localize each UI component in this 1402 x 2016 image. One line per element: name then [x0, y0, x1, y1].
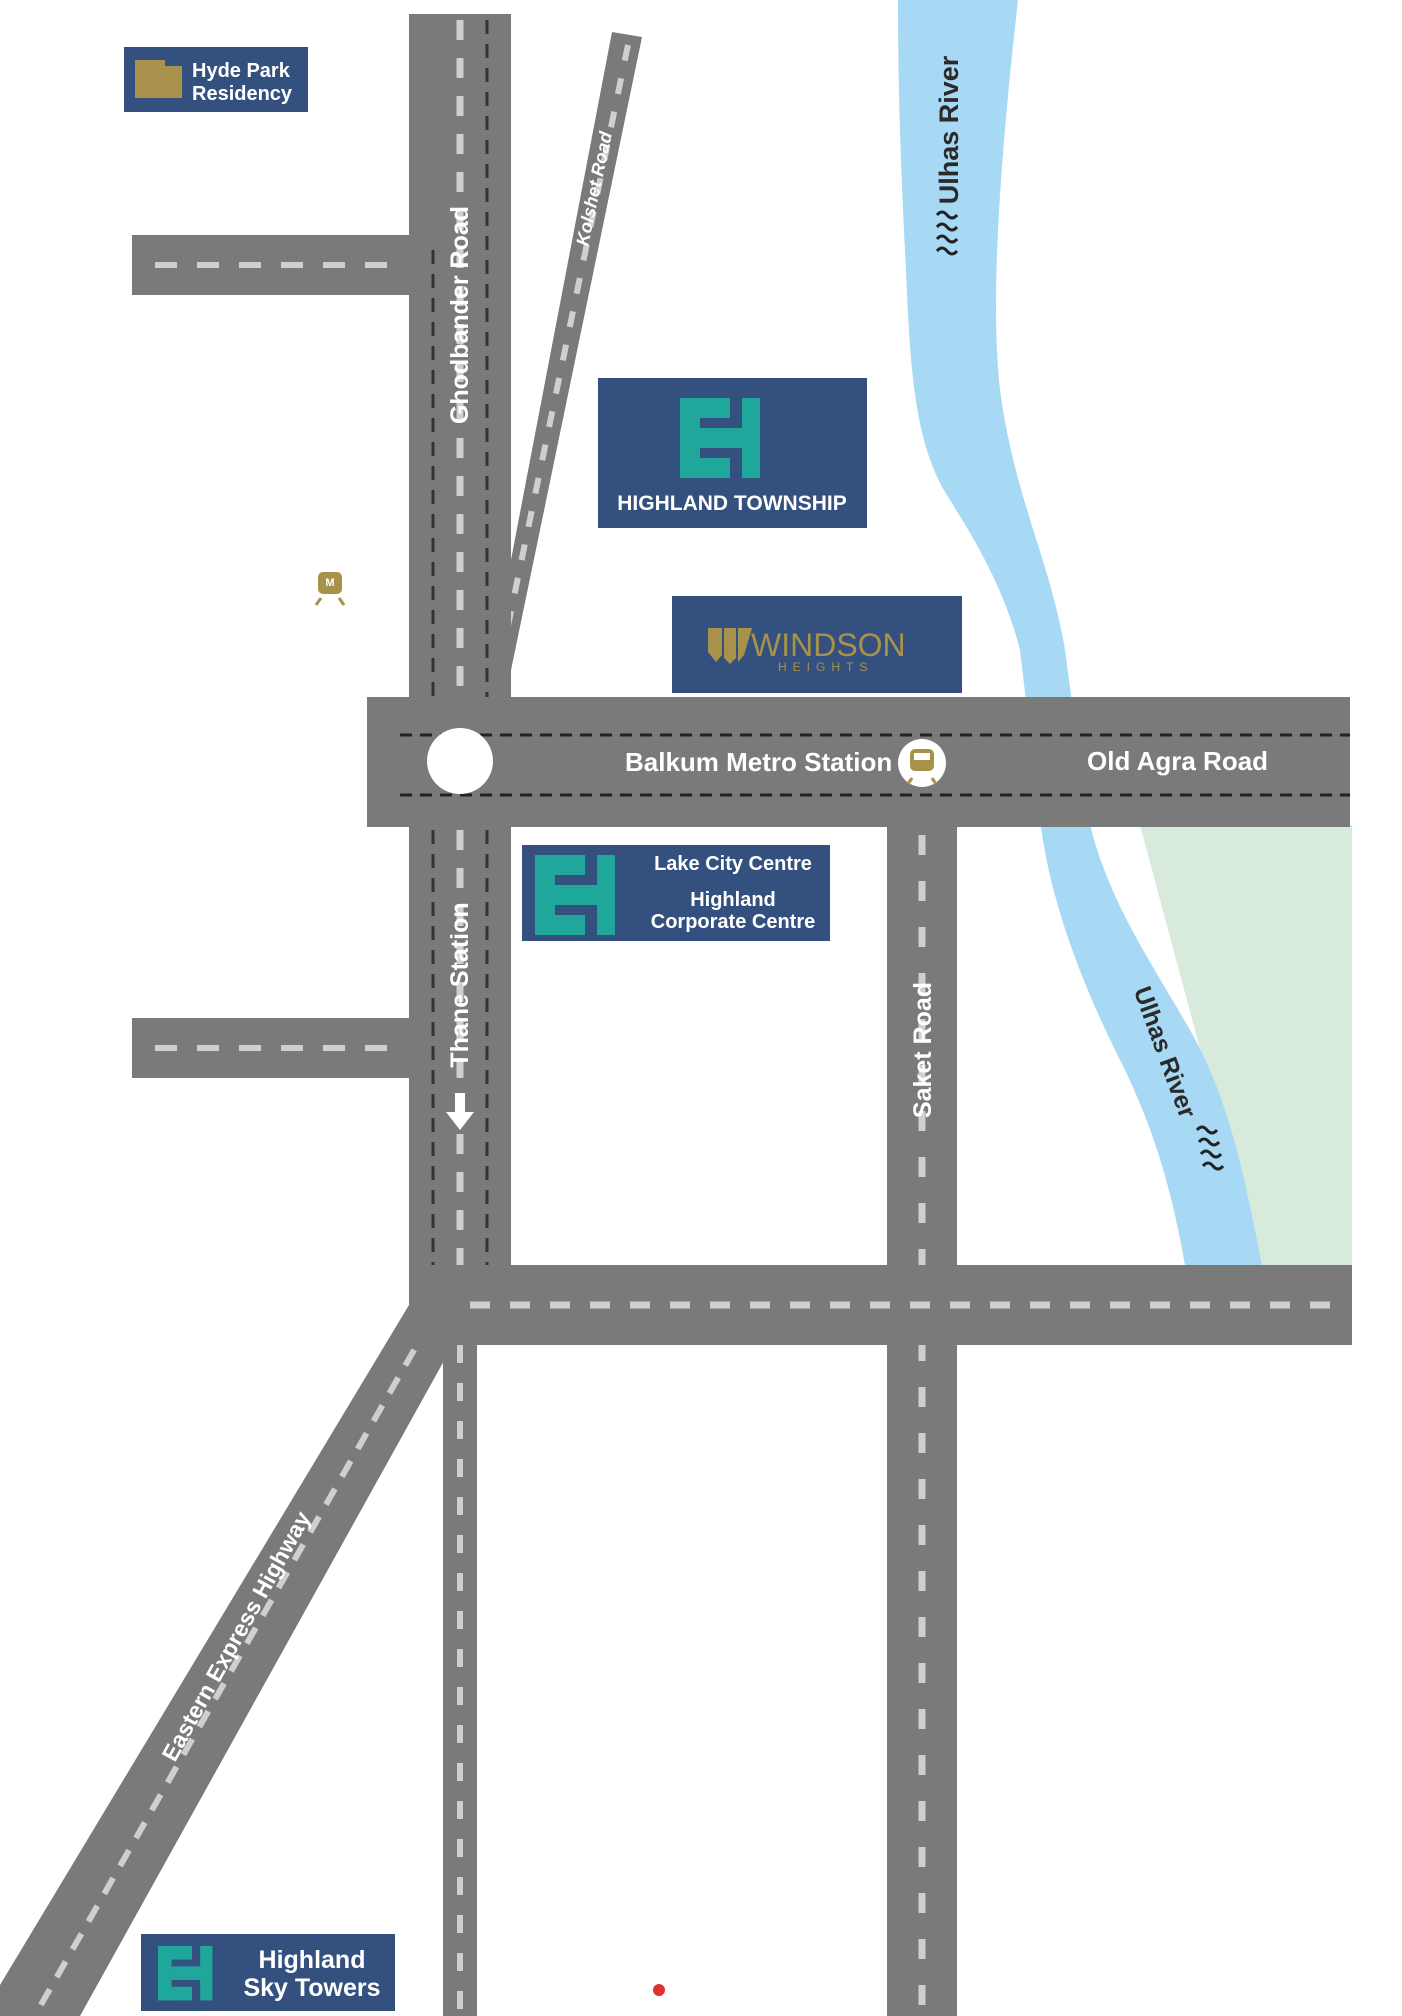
location-marker: [653, 1984, 665, 1996]
metro-station-label: Balkum Metro Station: [625, 747, 892, 777]
lake-city-line1: Lake City Centre: [654, 853, 812, 875]
metro-train-icon: [898, 739, 946, 787]
hyde-park-line2: Residency: [192, 83, 293, 105]
ulhas-river: [898, 0, 1262, 1265]
lake-city-centre-badge: Lake City Centre Highland Corporate Cent…: [522, 845, 830, 941]
eh-logo-icon: [680, 398, 760, 478]
highland-township-label: HIGHLAND TOWNSHIP: [617, 492, 846, 515]
sky-towers-line2: Sky Towers: [243, 1974, 380, 2002]
ghodbander-road-label: Ghodbander Road: [446, 206, 474, 424]
metro-logo-icon: M: [314, 572, 346, 606]
eh-logo-icon: [535, 855, 615, 935]
thane-station-label: Thane Station: [446, 902, 474, 1067]
water-waves-icon-bottom: [1195, 1125, 1225, 1171]
lake-city-line2: Highland: [690, 889, 776, 911]
hyde-park-line1: Hyde Park: [192, 60, 291, 82]
svg-text:M: M: [325, 577, 334, 589]
windson-logo-icon: [708, 628, 752, 664]
highland-township-badge: HIGHLAND TOWNSHIP: [598, 378, 867, 528]
building-icon: [135, 60, 182, 98]
eh-logo-icon: [158, 1946, 213, 2001]
ulhas-river-label-top: Ulhas River: [934, 55, 964, 204]
windson-name: WINDSON: [751, 627, 906, 663]
lower-vertical-road: [443, 1340, 477, 2016]
old-agra-road-label: Old Agra Road: [1087, 746, 1268, 776]
park-area: [1140, 825, 1352, 1265]
saket-road-label: Saket Road: [909, 982, 937, 1118]
windson-heights-badge: WINDSON HEIGHTS: [672, 596, 962, 693]
old-agra-road: [367, 697, 1350, 827]
windson-sub: HEIGHTS: [778, 660, 873, 674]
junction-circle: [427, 728, 493, 794]
hyde-park-residency-badge: Hyde Park Residency: [124, 47, 308, 112]
down-arrow-icon: [446, 1093, 474, 1130]
water-waves-icon: [935, 210, 959, 256]
lake-city-line3: Corporate Centre: [651, 911, 815, 933]
sky-towers-line1: Highland: [259, 1946, 366, 1974]
highland-sky-towers-badge: Highland Sky Towers: [141, 1934, 395, 2011]
